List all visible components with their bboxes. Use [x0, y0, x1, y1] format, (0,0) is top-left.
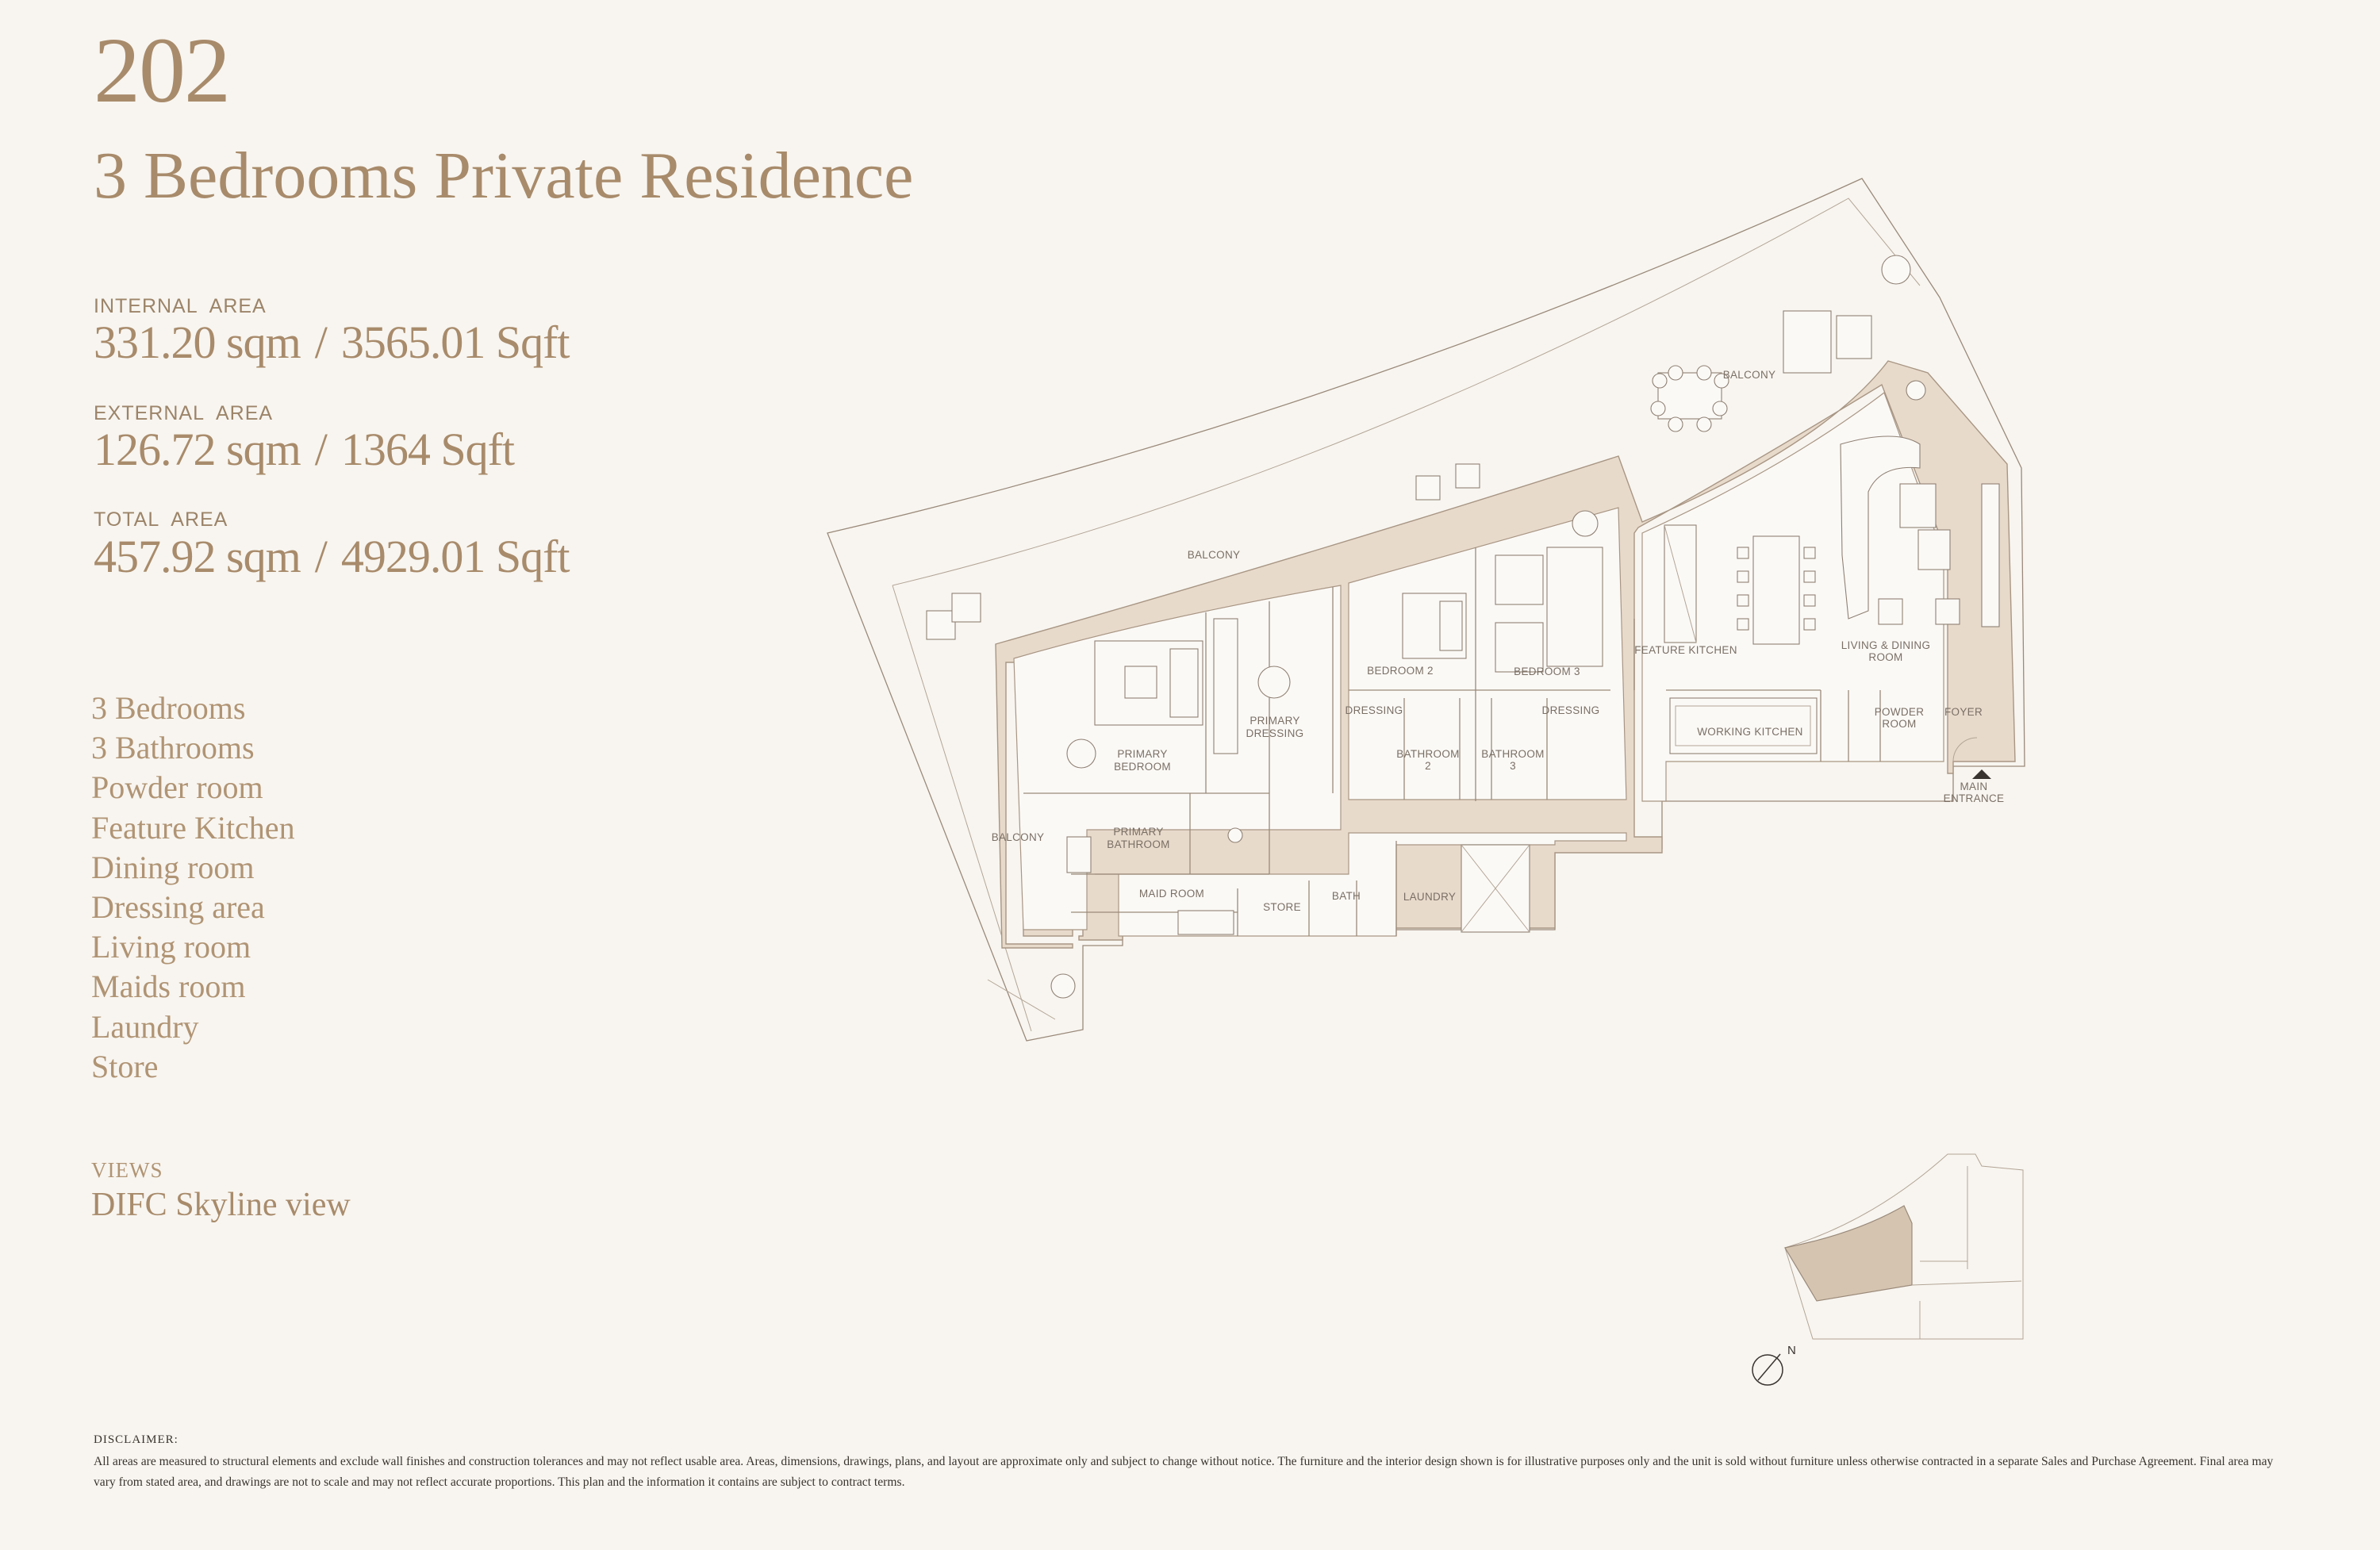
- views-value: DIFC Skyline view: [91, 1187, 351, 1223]
- label-primary-dressing: PRIMARY: [1250, 715, 1299, 727]
- dining-table: [1752, 535, 1800, 645]
- label-powder-room: POWDER: [1875, 706, 1925, 718]
- north-label: N: [1787, 1344, 1796, 1357]
- label-bath: BATH: [1332, 890, 1361, 902]
- label-living-dining: LIVING & DINING: [1841, 639, 1931, 651]
- maid-room-bed: [1177, 910, 1234, 935]
- key-plan: [1784, 1153, 2024, 1340]
- north-arrow-icon: [1752, 1354, 1783, 1386]
- feature-item: Powder room: [91, 769, 263, 806]
- feature-item: Laundry: [91, 1008, 199, 1045]
- feature-item: Maids room: [91, 969, 246, 1005]
- label-bedroom-3: BEDROOM 3: [1514, 666, 1580, 677]
- feature-item: Dining room: [91, 849, 255, 885]
- label-laundry: LAUNDRY: [1403, 891, 1456, 903]
- svg-text:3: 3: [1510, 760, 1516, 772]
- svg-text:ENTRANCE: ENTRANCE: [1944, 792, 2005, 804]
- label-main-entrance: MAIN: [1960, 781, 1988, 792]
- working-kitchen-counter: [1669, 697, 1818, 754]
- views-label: VIEWS: [91, 1158, 163, 1182]
- label-foyer: FOYER: [1944, 706, 1983, 718]
- living-sofa: [1840, 435, 1921, 620]
- feature-item: 3 Bedrooms: [91, 690, 246, 726]
- label-maid-room: MAID ROOM: [1139, 888, 1204, 900]
- disclaimer-text: All areas are measured to structural ele…: [94, 1455, 2274, 1489]
- disclaimer-title: DISCLAIMER:: [94, 1433, 178, 1446]
- bedroom-3-bed-b: [1495, 622, 1544, 673]
- feature-item: Feature Kitchen: [91, 809, 295, 846]
- key-plan-highlight: [1784, 1205, 1913, 1302]
- feature-item: Store: [91, 1048, 159, 1084]
- label-dressing-b: DRESSING: [1542, 704, 1600, 716]
- label-bathroom-2: BATHROOM: [1396, 748, 1459, 760]
- bedroom-3-bed-a: [1495, 554, 1544, 605]
- feature-list: 3 Bedrooms 3 Bathrooms Powder room Featu…: [91, 689, 295, 1087]
- balcony-lounge: [1783, 310, 1832, 374]
- label-working-kitchen: WORKING KITCHEN: [1697, 726, 1803, 738]
- balcony-inner-rail: [892, 198, 1921, 586]
- primary-dressing-ottoman: [1257, 666, 1291, 699]
- label-feature-kitchen: FEATURE KITCHEN: [1634, 644, 1737, 656]
- svg-text:ROOM: ROOM: [1882, 718, 1916, 730]
- external-area-value: 126.72 sqm/1364 Sqft: [94, 424, 515, 475]
- svg-text:2: 2: [1425, 760, 1431, 772]
- feature-item: 3 Bathrooms: [91, 730, 255, 766]
- unit-number: 202: [94, 18, 231, 122]
- label-bedroom-2: BEDROOM 2: [1367, 665, 1434, 677]
- total-area-value: 457.92 sqm/4929.01 Sqft: [94, 531, 570, 582]
- svg-text:BEDROOM: BEDROOM: [1114, 761, 1171, 773]
- label-primary-bedroom: PRIMARY: [1117, 748, 1167, 760]
- internal-area-value: 331.20 sqm/3565.01 Sqft: [94, 317, 570, 368]
- label-primary-bathroom: PRIMARY: [1113, 826, 1163, 838]
- balcony-outline: [827, 178, 2025, 1042]
- balcony-dining-table: [1657, 372, 1722, 420]
- svg-text:BATHROOM: BATHROOM: [1107, 838, 1169, 850]
- label-store: STORE: [1263, 901, 1301, 913]
- label-balcony-left: BALCONY: [992, 831, 1045, 843]
- feature-item: Living room: [91, 929, 251, 965]
- label-dressing-a: DRESSING: [1345, 704, 1403, 716]
- label-bathroom-3: BATHROOM: [1481, 748, 1544, 760]
- label-balcony-right: BALCONY: [1723, 369, 1776, 381]
- svg-text:ROOM: ROOM: [1868, 651, 1902, 663]
- feature-item: Dressing area: [91, 889, 265, 926]
- unit-type-title: 3 Bedrooms Private Residence: [94, 139, 914, 213]
- svg-text:DRESSING: DRESSING: [1246, 727, 1304, 739]
- label-balcony-top: BALCONY: [1188, 549, 1241, 561]
